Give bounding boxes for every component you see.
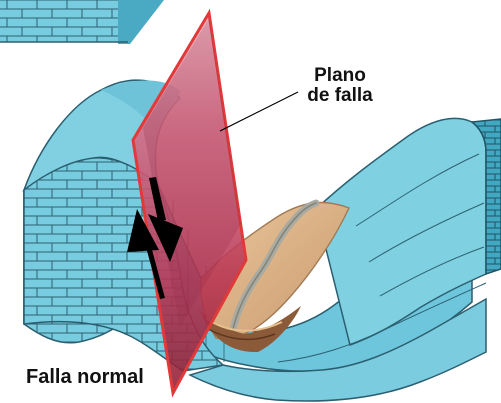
fault-type-label: Falla normal (26, 367, 144, 388)
fault-plane-label-line2: de falla (300, 86, 380, 106)
top-left-rock-corner (0, 0, 164, 44)
label-leader-line (220, 92, 298, 131)
fault-plane-label-line1: Plano (300, 66, 380, 86)
fault-plane-label: Plano de falla (300, 66, 380, 106)
